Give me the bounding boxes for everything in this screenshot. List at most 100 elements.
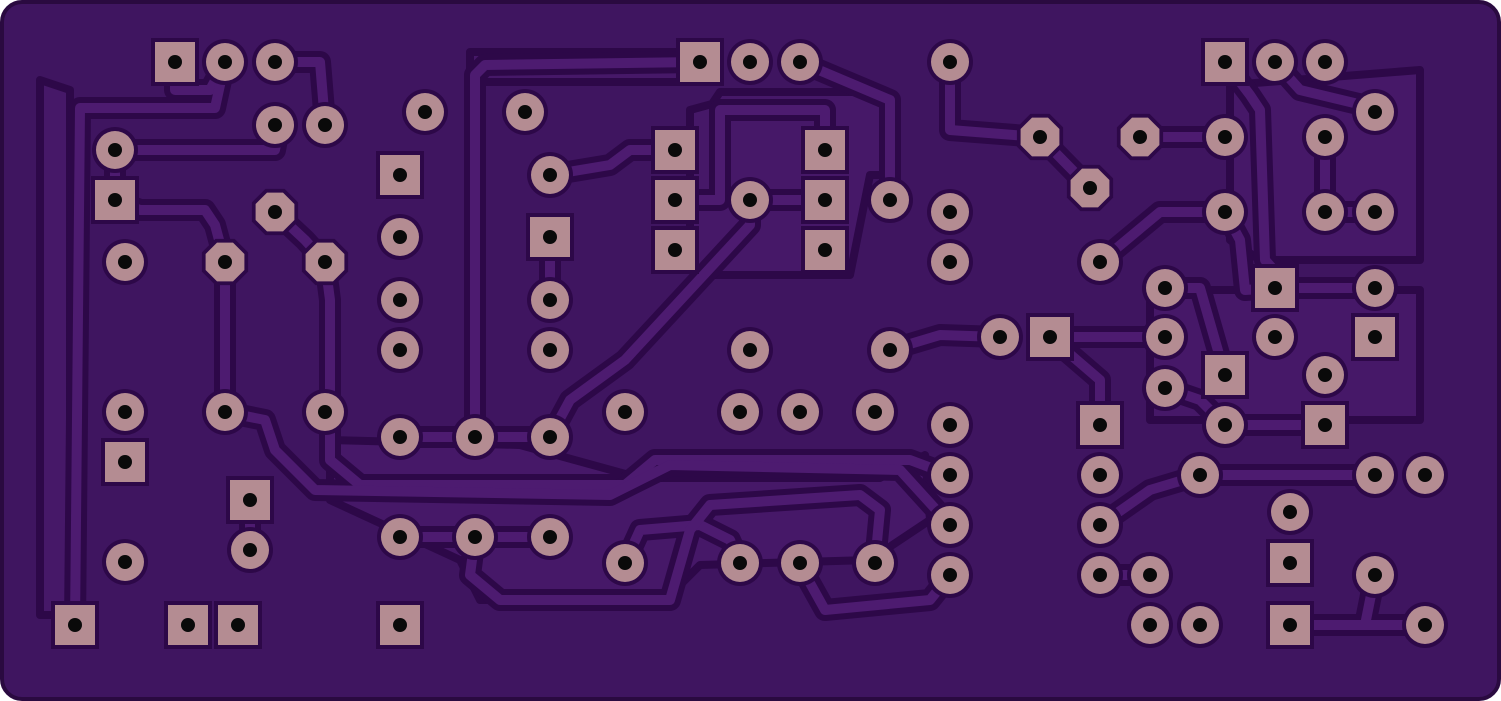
round-pad-icon bbox=[927, 452, 973, 498]
round-pad-icon bbox=[1177, 452, 1223, 498]
square-pad-icon bbox=[526, 213, 574, 261]
drill-hole bbox=[218, 255, 232, 269]
drill-hole bbox=[118, 455, 132, 469]
round-pad-icon bbox=[377, 327, 423, 373]
square-pad-icon bbox=[676, 38, 724, 86]
drill-hole bbox=[1318, 55, 1332, 69]
round-pad-icon bbox=[452, 514, 498, 560]
round-pad-icon bbox=[927, 502, 973, 548]
drill-hole bbox=[1268, 281, 1282, 295]
drill-hole bbox=[743, 343, 757, 357]
drill-hole bbox=[1368, 281, 1382, 295]
drill-hole bbox=[218, 55, 232, 69]
drill-hole bbox=[393, 168, 407, 182]
round-pad-icon bbox=[102, 389, 148, 435]
round-pad-icon bbox=[1252, 39, 1298, 85]
drill-hole bbox=[543, 230, 557, 244]
square-pad-icon bbox=[801, 176, 849, 224]
drill-hole bbox=[1368, 330, 1382, 344]
drill-hole bbox=[1083, 181, 1097, 195]
drill-hole bbox=[883, 193, 897, 207]
drill-hole bbox=[1283, 618, 1297, 632]
square-pad-icon bbox=[1301, 401, 1349, 449]
round-pad-icon bbox=[602, 389, 648, 435]
octagon-pad-icon bbox=[201, 238, 249, 286]
trace-17 bbox=[1220, 57, 1380, 293]
drill-hole bbox=[1368, 105, 1382, 119]
round-pad-icon bbox=[852, 540, 898, 586]
drill-hole bbox=[1368, 205, 1382, 219]
square-pad-icon bbox=[376, 601, 424, 649]
drill-hole bbox=[1218, 368, 1232, 382]
drill-hole bbox=[1268, 55, 1282, 69]
square-pad-icon bbox=[151, 38, 199, 86]
round-pad-icon bbox=[1127, 602, 1173, 648]
drill-hole bbox=[231, 618, 245, 632]
round-pad-icon bbox=[1202, 114, 1248, 160]
round-pad-icon bbox=[1352, 89, 1398, 135]
round-pad-icon bbox=[252, 102, 298, 148]
drill-hole bbox=[1218, 418, 1232, 432]
drill-hole bbox=[1143, 618, 1157, 632]
drill-hole bbox=[1268, 330, 1282, 344]
drill-hole bbox=[543, 168, 557, 182]
round-pad-icon bbox=[1142, 365, 1188, 411]
drill-hole bbox=[793, 55, 807, 69]
drill-hole bbox=[1158, 330, 1172, 344]
round-pad-icon bbox=[377, 277, 423, 323]
drill-hole bbox=[108, 143, 122, 157]
drill-hole bbox=[393, 293, 407, 307]
round-pad-icon bbox=[1077, 552, 1123, 598]
square-pad-icon bbox=[101, 438, 149, 486]
round-pad-icon bbox=[1352, 452, 1398, 498]
square-pad-icon bbox=[91, 176, 139, 224]
drill-hole bbox=[1043, 330, 1057, 344]
round-pad-icon bbox=[717, 389, 763, 435]
square-pad-icon bbox=[1201, 38, 1249, 86]
round-pad-icon bbox=[452, 414, 498, 460]
drill-hole bbox=[1368, 568, 1382, 582]
round-pad-icon bbox=[927, 189, 973, 235]
drill-hole bbox=[543, 530, 557, 544]
drill-hole bbox=[218, 405, 232, 419]
drill-hole bbox=[1318, 205, 1332, 219]
round-pad-icon bbox=[1352, 552, 1398, 598]
drill-hole bbox=[1218, 55, 1232, 69]
drill-hole bbox=[668, 143, 682, 157]
round-pad-icon bbox=[1302, 39, 1348, 85]
round-pad-icon bbox=[977, 314, 1023, 360]
round-pad-icon bbox=[1402, 452, 1448, 498]
square-pad-icon bbox=[1251, 264, 1299, 312]
round-pad-icon bbox=[1302, 352, 1348, 398]
round-pad-icon bbox=[527, 514, 573, 560]
round-pad-icon bbox=[527, 327, 573, 373]
drill-hole bbox=[943, 205, 957, 219]
round-pad-icon bbox=[1127, 552, 1173, 598]
square-pad-icon bbox=[1026, 313, 1074, 361]
drill-hole bbox=[1093, 518, 1107, 532]
round-pad-icon bbox=[777, 540, 823, 586]
drill-hole bbox=[818, 143, 832, 157]
square-pad-icon bbox=[1266, 539, 1314, 587]
round-pad-icon bbox=[727, 39, 773, 85]
square-pad-icon bbox=[1351, 313, 1399, 361]
drill-hole bbox=[943, 55, 957, 69]
drill-hole bbox=[743, 55, 757, 69]
round-pad-icon bbox=[527, 277, 573, 323]
drill-hole bbox=[268, 205, 282, 219]
round-pad-icon bbox=[927, 402, 973, 448]
square-pad-icon bbox=[1076, 401, 1124, 449]
round-pad-icon bbox=[377, 214, 423, 260]
square-pad-icon bbox=[164, 601, 212, 649]
drill-hole bbox=[793, 556, 807, 570]
drill-hole bbox=[1418, 618, 1432, 632]
square-pad-icon bbox=[801, 126, 849, 174]
drill-hole bbox=[318, 118, 332, 132]
drill-hole bbox=[793, 405, 807, 419]
round-pad-icon bbox=[717, 540, 763, 586]
round-pad-icon bbox=[502, 89, 548, 135]
drill-hole bbox=[108, 193, 122, 207]
drill-hole bbox=[743, 193, 757, 207]
trace-8 bbox=[470, 57, 705, 442]
drill-hole bbox=[1318, 130, 1332, 144]
